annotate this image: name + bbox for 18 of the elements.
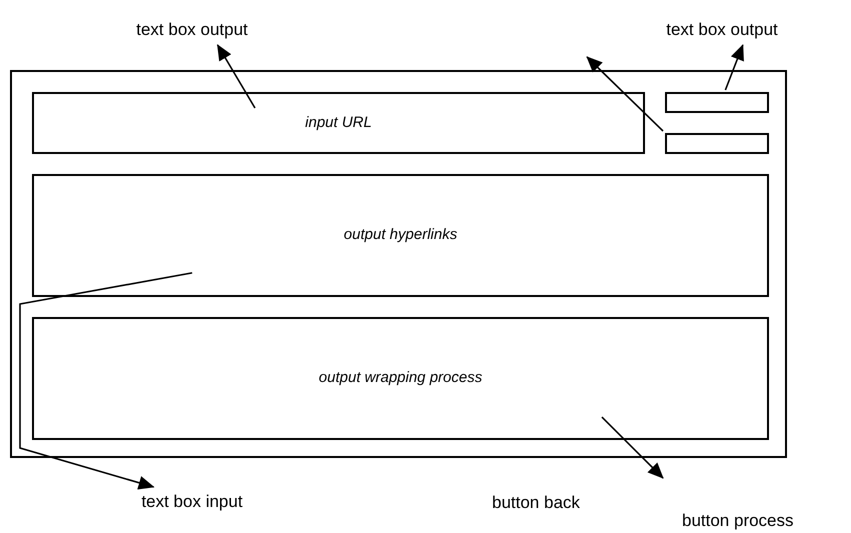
text-panel — [32, 174, 769, 297]
panel-label: output hyperlinks — [344, 225, 458, 246]
arrow — [216, 44, 256, 108]
annotation-label: text box output — [666, 19, 778, 42]
annotation-label: text box output — [136, 19, 248, 42]
text-panel — [32, 92, 645, 154]
arrow — [586, 56, 664, 132]
arrow — [19, 272, 192, 490]
arrow — [724, 44, 744, 90]
panel — [10, 70, 787, 458]
panel-label: output wrapping process — [318, 368, 482, 388]
annotation-label: button process — [682, 510, 794, 532]
panel-label: input URL — [305, 112, 372, 133]
panel — [665, 92, 769, 113]
text-panel — [32, 317, 769, 440]
annotation-label: button back — [492, 492, 580, 514]
panel — [665, 133, 769, 154]
annotation-label: text box input — [141, 491, 243, 514]
